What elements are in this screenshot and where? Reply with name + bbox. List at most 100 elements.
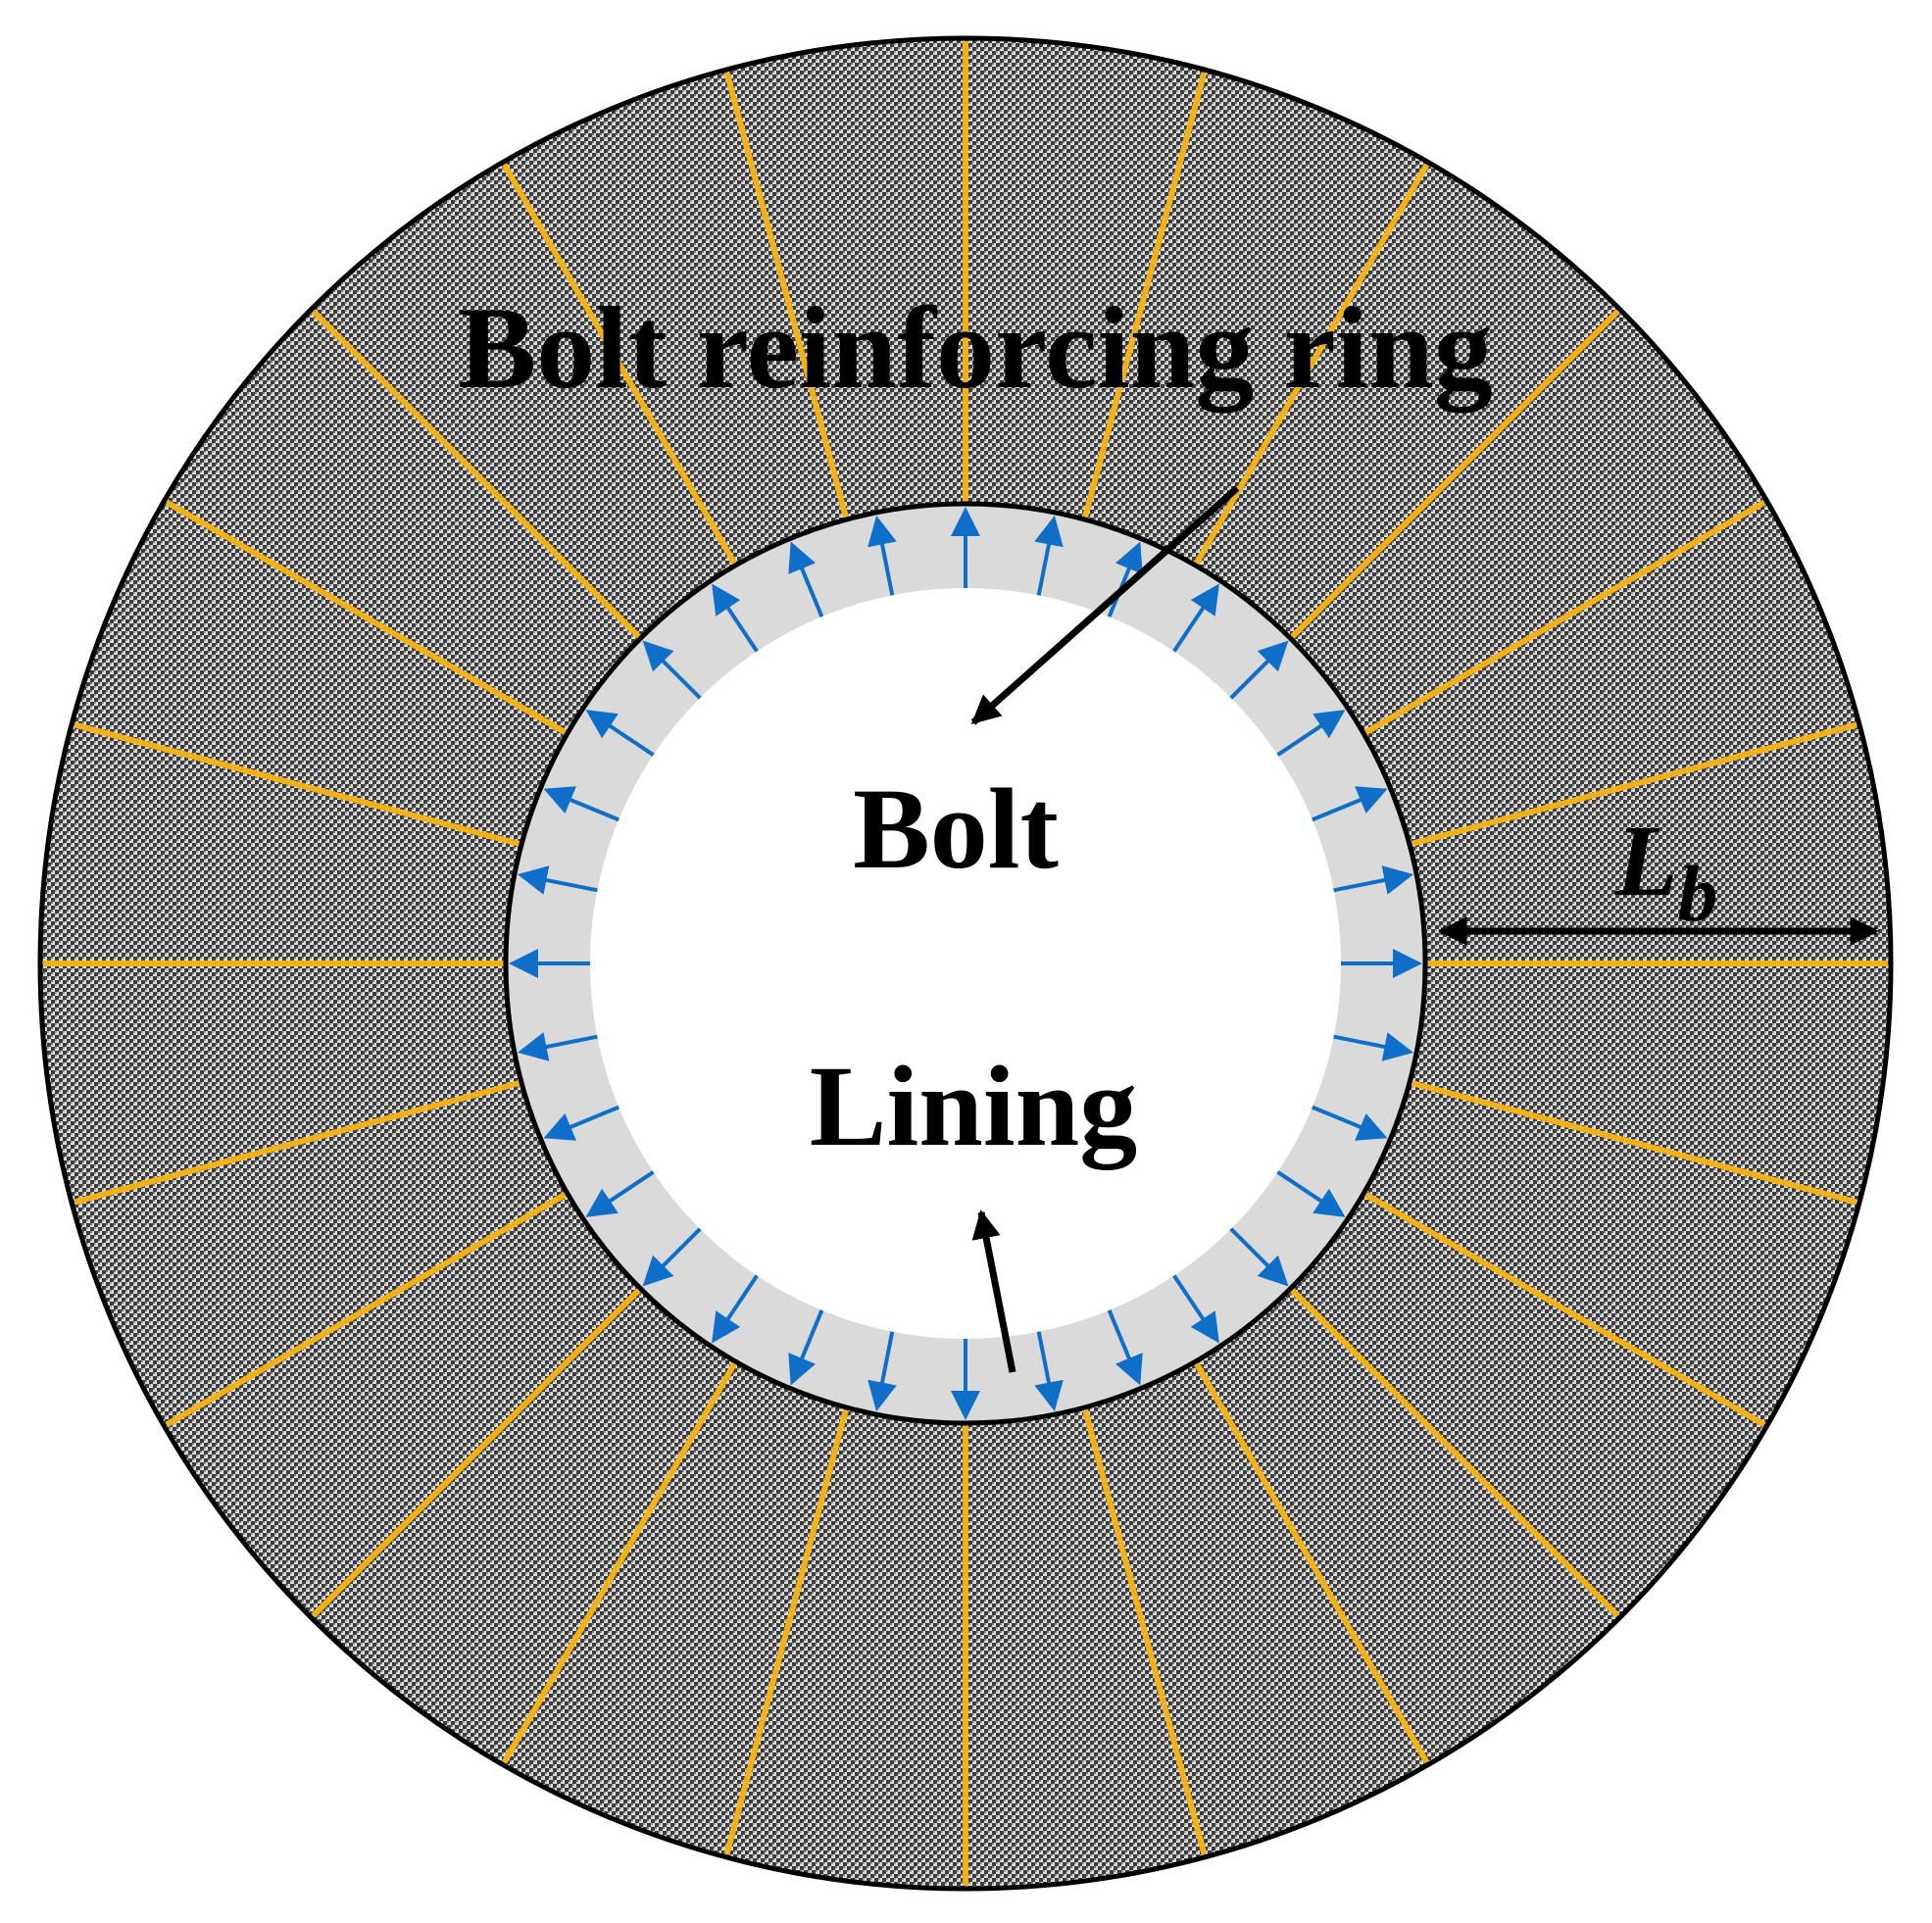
bolt-line bbox=[1362, 1190, 1766, 1428]
pressure-arrow-head bbox=[788, 1353, 816, 1386]
pressure-arrow-shaft bbox=[607, 1170, 655, 1204]
pressure-arrow-head bbox=[1034, 516, 1064, 548]
pressure-arrow-head bbox=[1355, 1113, 1388, 1141]
pressure-arrow-head bbox=[1115, 1353, 1143, 1386]
bolt-line bbox=[1409, 721, 1858, 848]
pressure-arrow-head bbox=[642, 1255, 674, 1287]
pressure-arrow bbox=[788, 541, 824, 617]
pressure-arrow-head bbox=[1313, 710, 1346, 739]
pressure-arrow-head bbox=[867, 516, 897, 548]
pressure-arrow bbox=[712, 1274, 759, 1344]
pressure-arrow-head bbox=[518, 1032, 550, 1061]
pressure-arrow-shaft bbox=[1107, 1309, 1132, 1361]
length-symbol: L bbox=[1614, 805, 1678, 917]
bolt-line bbox=[501, 1359, 739, 1764]
pressure-arrow-head bbox=[1034, 1379, 1064, 1411]
ring-to-bolt-leader-arrow bbox=[970, 485, 1240, 725]
pressure-arrow-shaft bbox=[568, 1105, 619, 1130]
bolt-line bbox=[74, 1079, 522, 1206]
pressure-arrow bbox=[1276, 710, 1346, 757]
pressure-arrow-shaft bbox=[1312, 1105, 1363, 1130]
pressure-arrow-head bbox=[1257, 1255, 1289, 1287]
pressure-arrow-shaft bbox=[799, 566, 824, 617]
bolt-line bbox=[165, 499, 570, 737]
bolt-line bbox=[723, 72, 850, 520]
bolt-line bbox=[165, 1190, 570, 1428]
pressure-arrow-shaft bbox=[568, 797, 619, 822]
bolt-line bbox=[1288, 309, 1620, 641]
pressure-arrow-shaft bbox=[544, 1034, 598, 1050]
pressure-arrow-shaft bbox=[879, 1331, 895, 1385]
pressure-arrow-head bbox=[1115, 541, 1143, 574]
pressure-arrow-shaft bbox=[799, 1309, 824, 1361]
pressure-arrow-shaft bbox=[1229, 658, 1271, 700]
pressure-arrow-head bbox=[1381, 1032, 1413, 1061]
pressure-arrow bbox=[1276, 1170, 1346, 1217]
bolt-lines bbox=[43, 41, 1888, 1886]
pressure-arrow-shaft bbox=[879, 542, 895, 596]
pressure-arrow-shaft bbox=[1229, 1227, 1271, 1269]
pressure-arrow-head bbox=[509, 949, 538, 978]
pressure-arrow bbox=[1034, 1331, 1064, 1411]
pressure-arrow-shaft bbox=[1276, 1170, 1324, 1204]
pressure-arrow-shaft bbox=[1172, 605, 1206, 653]
pressure-arrow bbox=[642, 1227, 702, 1287]
bolt-line bbox=[311, 1286, 643, 1618]
bolt-line bbox=[501, 163, 739, 567]
lining-leader-arrow bbox=[971, 1209, 1016, 1373]
pressure-arrow bbox=[867, 516, 897, 596]
bolt-line bbox=[1081, 1406, 1208, 1855]
pressure-arrow-head bbox=[1393, 949, 1422, 978]
pressure-arrow bbox=[1312, 786, 1388, 822]
pressure-arrow-head bbox=[585, 1188, 619, 1217]
pressure-arrow-shaft bbox=[1036, 1331, 1052, 1385]
length-subscript: b bbox=[1678, 849, 1718, 938]
pressure-arrow bbox=[951, 507, 980, 588]
pressure-arrow-head bbox=[712, 1310, 741, 1344]
pressure-arrow bbox=[1312, 1105, 1388, 1141]
pressure-arrow bbox=[1172, 1274, 1219, 1344]
pressure-arrow-head bbox=[518, 865, 550, 895]
pressure-arrow bbox=[585, 1170, 655, 1217]
pressure-arrow-head bbox=[1190, 1310, 1219, 1344]
pressure-arrow-head bbox=[642, 640, 674, 672]
pressure-arrow-head bbox=[867, 1379, 897, 1411]
pressure-arrow bbox=[1229, 1227, 1289, 1287]
bolt-label: Bolt bbox=[853, 764, 1059, 893]
bolt-line bbox=[1192, 163, 1430, 567]
pressure-arrow bbox=[867, 1331, 897, 1411]
bolt-length-label: Lb bbox=[1614, 805, 1718, 938]
pressure-arrow bbox=[1333, 1032, 1413, 1061]
pressure-arrow-head bbox=[1257, 640, 1289, 672]
pressure-arrow-head bbox=[951, 507, 980, 536]
pressure-arrow-shaft bbox=[544, 877, 598, 893]
pressure-arrow-shaft bbox=[1333, 877, 1387, 893]
pressure-arrow bbox=[642, 640, 702, 700]
pressure-arrow bbox=[1341, 949, 1422, 978]
pressure-arrow bbox=[951, 1339, 980, 1420]
pressure-arrow-shaft bbox=[725, 605, 759, 653]
pressure-arrow-head bbox=[1190, 583, 1219, 616]
bolt-line bbox=[1081, 72, 1208, 520]
pressure-arrow bbox=[543, 786, 619, 822]
pressure-arrow bbox=[1034, 516, 1064, 596]
pressure-arrow-head bbox=[543, 1113, 576, 1141]
pressure-arrow-shaft bbox=[607, 723, 655, 757]
pressure-arrow-shaft bbox=[1276, 723, 1324, 757]
bolt-line bbox=[1409, 1079, 1858, 1206]
pressure-arrow-head bbox=[543, 786, 576, 814]
pressure-arrow-head bbox=[1313, 1188, 1346, 1217]
pressure-arrow-shaft bbox=[1036, 542, 1052, 596]
pressure-arrow bbox=[518, 865, 598, 895]
pressure-arrow bbox=[1229, 640, 1289, 700]
pressure-arrow bbox=[788, 1309, 824, 1386]
pressure-arrow-shaft bbox=[1172, 1274, 1206, 1322]
pressure-arrow bbox=[543, 1105, 619, 1141]
pressure-arrow-shaft bbox=[660, 1227, 702, 1269]
bolt-line bbox=[1362, 499, 1766, 737]
pressure-arrow bbox=[1107, 1309, 1143, 1386]
pressure-arrow-head bbox=[1355, 786, 1388, 814]
pressure-arrow-shaft bbox=[660, 658, 702, 700]
pressure-arrow-head bbox=[788, 541, 816, 574]
